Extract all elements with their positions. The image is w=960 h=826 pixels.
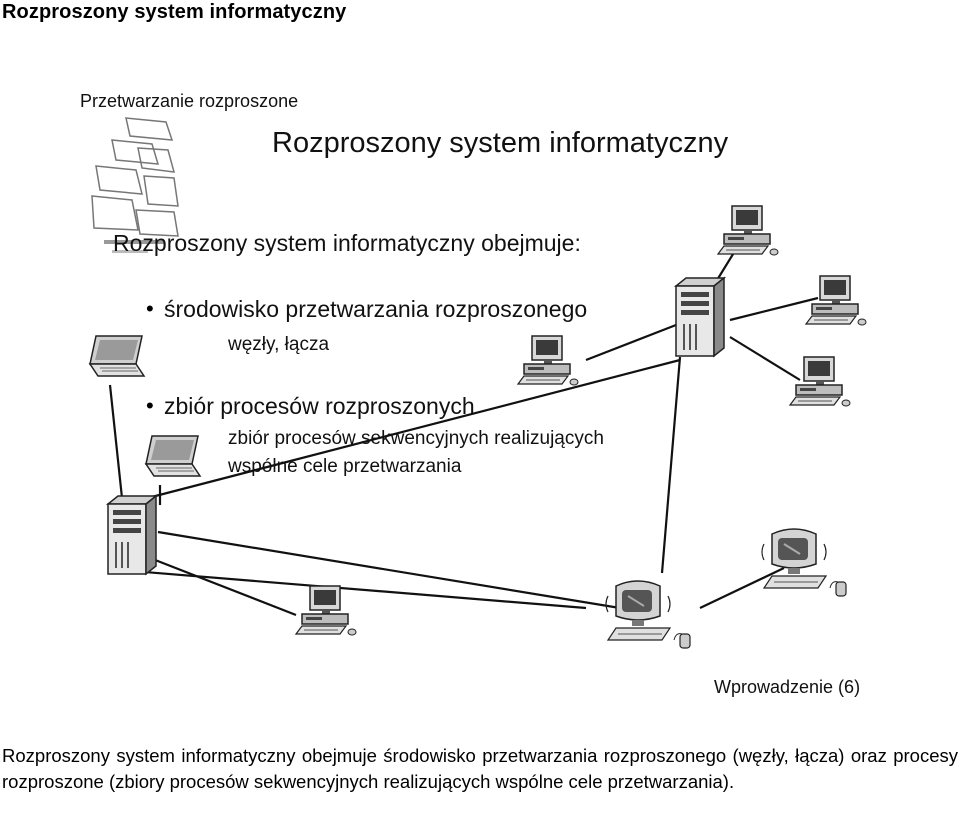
slide-title: Rozproszony system informatyczny [272,127,729,159]
slide-subtitle: Przetwarzanie rozproszone [80,91,299,111]
desktop-computer-icon [517,335,579,386]
caption-paragraph: Rozproszony system informatyczny obejmuj… [2,745,958,792]
desktop-computer-icon [295,585,357,636]
network-diagram [89,117,867,649]
bullet-1-sub: węzły, łącza [228,334,330,355]
bullet-marker: • [146,296,154,321]
network-links [108,245,819,617]
workstation-icon [761,528,847,597]
server-tower-icon [107,495,157,575]
desktop-computer-icon [717,205,779,256]
laptop-icon [145,435,201,477]
server-tower-icon [675,277,725,357]
bullet-1: środowisko przetwarzania rozproszonego [164,296,588,322]
desktop-computer-icon [805,275,867,326]
slide-footer: Wprowadzenie (6) [714,677,861,697]
slide-image: Przetwarzanie rozproszone Rozproszony sy… [0,60,960,740]
desktop-computer-icon [789,356,851,407]
slide-lead: Rozproszony system informatyczny obejmuj… [113,230,581,256]
laptop-icon [89,335,145,377]
bullet-2-sub-1: zbiór procesów sekwencyjnych realizujący… [228,428,604,449]
bullet-2-sub-2: wspólne cele przetwarzania [228,456,462,477]
bullet-2: zbiór procesów rozproszonych [164,393,475,419]
bullet-marker: • [146,393,154,418]
page-heading: Rozproszony system informatyczny [2,1,347,23]
workstation-icon [605,580,691,649]
